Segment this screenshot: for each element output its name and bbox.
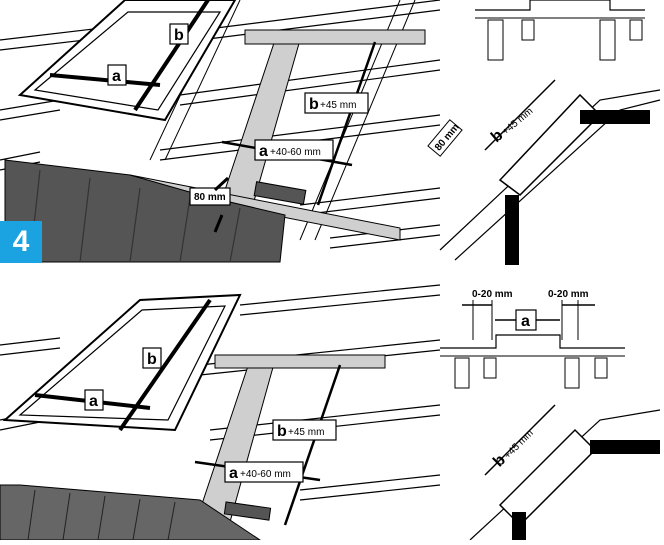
rafter-section (505, 195, 519, 265)
label-box-b45 (304, 92, 369, 114)
label-b: b (174, 27, 184, 44)
dim-a-arrow (49, 73, 161, 87)
label-80mm: 80 mm (194, 192, 226, 203)
step-badge: 4 (0, 221, 42, 263)
label-box-b (169, 23, 189, 45)
batten-section (580, 110, 650, 124)
side-label-b-suffix: +45 mm (500, 106, 535, 138)
bottom-perspective-panel: a b b +45 mm a +40-60 mm (0, 284, 441, 541)
top-perspective-panel: a b b +45 mm a +40-60 mm 80 mm (0, 0, 441, 263)
bottom-side-label-b-suffix: +45 mm (502, 428, 536, 462)
dim-b-arrow (133, 0, 210, 112)
top-section-side: b +45 mm 80 mm (427, 79, 661, 265)
bottom-label-a4060-suffix: +40-60 mm (240, 469, 291, 480)
gap-left-label: 0-20 mm (472, 289, 513, 300)
bottom-label-b45-letter: b (277, 423, 287, 440)
section-label-a: a (521, 313, 530, 330)
bottom-label-a4060-letter: a (229, 465, 238, 482)
label-box-a4060 (254, 139, 334, 161)
top-section-front (475, 0, 645, 61)
label-a4060-letter: a (259, 143, 268, 160)
dim-b45-arrow (316, 41, 377, 206)
label-b45-suffix: +45 mm (320, 100, 356, 111)
bottom-section-side: b +45 mm (469, 404, 661, 541)
label-box-80 (189, 187, 231, 206)
bottom-label-b: b (147, 351, 157, 368)
bottom-section-front: 0-20 mm 0-20 mm a (440, 289, 625, 389)
label-a4060-suffix: +40-60 mm (270, 147, 321, 158)
upper-batten-bottom (214, 354, 386, 369)
label-box-a (107, 64, 127, 86)
bottom-label-b45-suffix: +45 mm (288, 427, 324, 438)
spirit-level (253, 181, 307, 205)
gap-right-label: 0-20 mm (548, 289, 589, 300)
upper-batten (244, 29, 426, 45)
bottom-label-a: a (89, 393, 98, 410)
label-b45-letter: b (309, 96, 319, 113)
label-a: a (112, 68, 121, 85)
window-frame-bottom (2, 293, 242, 432)
